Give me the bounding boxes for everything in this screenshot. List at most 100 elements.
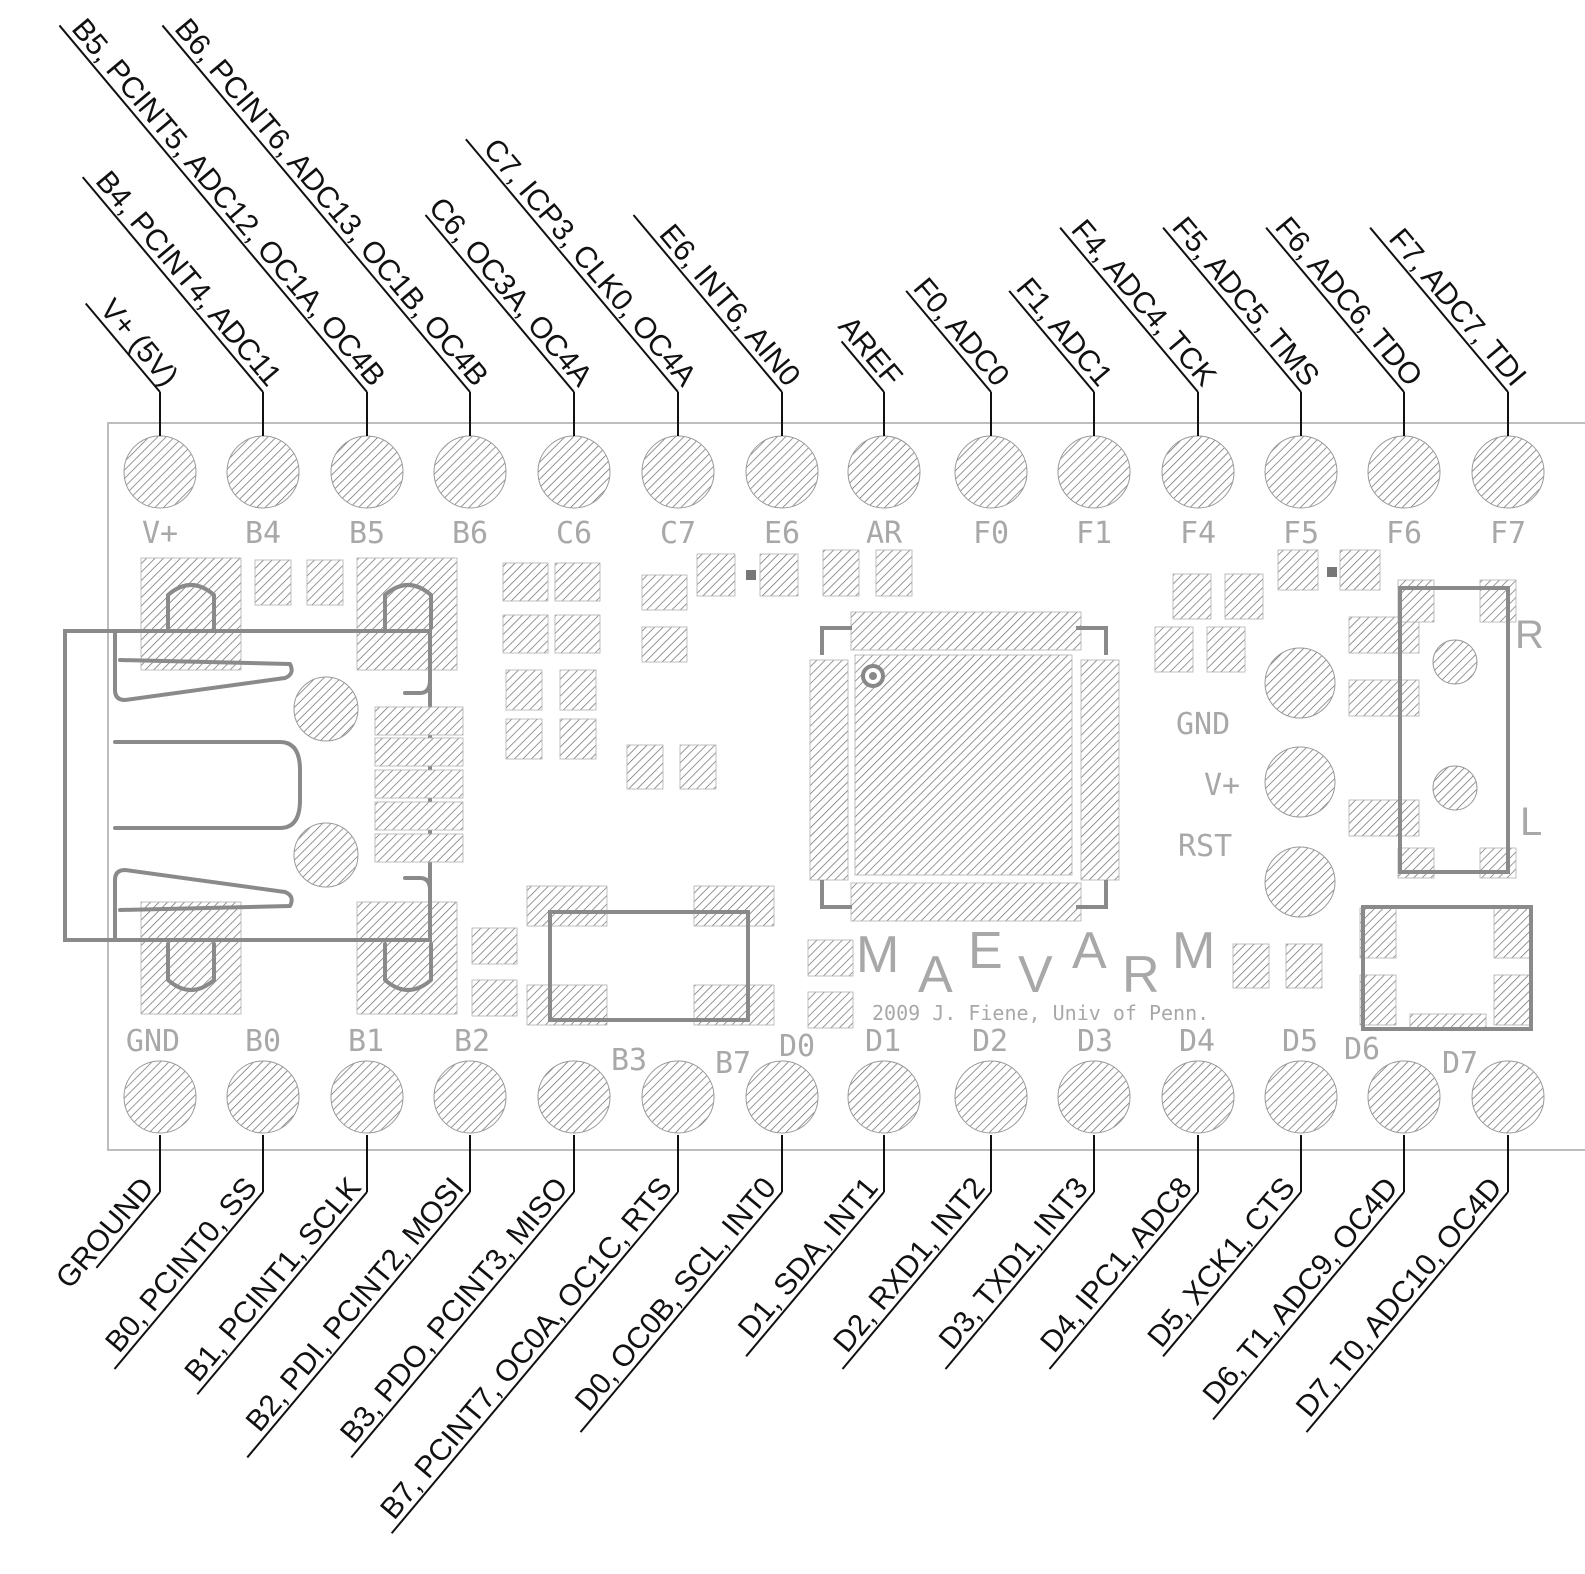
brand-letter-r: R bbox=[1122, 946, 1160, 1004]
bottom-underline-gnd bbox=[95, 1191, 161, 1269]
top-pad-b6 bbox=[433, 435, 507, 509]
bottom-silk-d4: D4 bbox=[1179, 1024, 1215, 1059]
bottom-silk-b3: B3 bbox=[611, 1043, 647, 1078]
top-silk-f6: F6 bbox=[1386, 516, 1422, 551]
top-pad-e6 bbox=[745, 435, 819, 509]
brand-letter-v: V bbox=[1018, 946, 1053, 1004]
power-reset-pads: GND V+ RST bbox=[1176, 647, 1336, 918]
top-pad-c7 bbox=[641, 435, 715, 509]
top-pin-label-f1: F1, ADC1 bbox=[1010, 272, 1119, 393]
brand-letter-a1: A bbox=[918, 946, 953, 1004]
bottom-underline-d5 bbox=[1162, 1191, 1302, 1357]
bottom-pad-d7 bbox=[1471, 1060, 1545, 1134]
top-pad-b4 bbox=[226, 435, 300, 509]
credit-text: 2009 J. Fiene, Univ of Penn. bbox=[872, 1001, 1209, 1025]
brand-letter-e: E bbox=[968, 922, 1003, 980]
usb-connector bbox=[63, 557, 458, 1015]
top-silk-f7: F7 bbox=[1490, 516, 1526, 551]
top-underline-f1 bbox=[1008, 290, 1095, 393]
top-underline-b5 bbox=[58, 24, 368, 393]
passive-components bbox=[254, 549, 1420, 1029]
top-underline-b4 bbox=[81, 176, 264, 393]
top-pad-c6 bbox=[537, 435, 611, 509]
bottom-pad-b3 bbox=[537, 1060, 611, 1134]
bottom-pin-label-b1: B1, PCINT1, SCLK bbox=[179, 1171, 368, 1388]
top-silk-f4: F4 bbox=[1180, 516, 1216, 551]
top-silk-b4: B4 bbox=[245, 516, 281, 551]
top-silk-c6: C6 bbox=[556, 516, 592, 551]
top-silk-f1: F1 bbox=[1076, 516, 1112, 551]
bottom-silk-d2: D2 bbox=[972, 1024, 1008, 1059]
bottom-pad-d0 bbox=[745, 1060, 819, 1134]
top-silk-b5: B5 bbox=[349, 516, 385, 551]
gnd-pad-label: GND bbox=[1176, 707, 1230, 742]
bottom-pad-b0 bbox=[226, 1060, 300, 1134]
top-pad-f5 bbox=[1264, 435, 1338, 509]
top-underline-e6 bbox=[632, 214, 783, 393]
top-pad-f7 bbox=[1471, 435, 1545, 509]
bottom-underline-d3 bbox=[944, 1191, 1095, 1370]
top-pad-v bbox=[123, 435, 197, 509]
brand-logo: M A E V A R M 2009 J. Fiene, Univ of Pen… bbox=[856, 922, 1215, 1025]
bottom-underline-b7 bbox=[390, 1191, 679, 1534]
top-pad-ar bbox=[847, 435, 921, 509]
top-underline-b6 bbox=[161, 24, 471, 393]
bottom-pin-label-d0: D0, OC0B, SCL, INT0 bbox=[569, 1171, 783, 1417]
bottom-pin-label-d7: D7, T0, ADC10, OC4D bbox=[1290, 1171, 1509, 1423]
bottom-underline-b2 bbox=[246, 1191, 471, 1459]
top-pin-label-b4: B4, PCINT4, ADC11 bbox=[89, 165, 288, 393]
top-pad-f1 bbox=[1057, 435, 1131, 509]
bottom-pad-b7 bbox=[641, 1060, 715, 1134]
top-underline-f5 bbox=[1162, 227, 1302, 393]
bottom-silk-d0: D0 bbox=[779, 1029, 815, 1064]
bottom-silk-d7: D7 bbox=[1442, 1046, 1478, 1081]
top-pad-f4 bbox=[1161, 435, 1235, 509]
led-r-label: R bbox=[1515, 613, 1544, 657]
top-underline-f7 bbox=[1369, 227, 1509, 393]
brand-letter-m1: M bbox=[856, 926, 899, 984]
bottom-underline-b0 bbox=[113, 1191, 264, 1370]
bottom-underline-b3 bbox=[350, 1191, 575, 1459]
top-silk-f5: F5 bbox=[1283, 516, 1319, 551]
top-pin-label-c7: C7, ICP3, CLK0, OC4A bbox=[477, 133, 703, 393]
bottom-underline-d0 bbox=[579, 1191, 783, 1433]
bottom-pin-label-gnd: GROUND bbox=[50, 1171, 161, 1294]
top-silk-ar: AR bbox=[866, 516, 903, 551]
bottom-silk-d5: D5 bbox=[1282, 1024, 1318, 1059]
bottom-underline-d4 bbox=[1048, 1191, 1199, 1370]
top-underline-c6 bbox=[424, 214, 575, 393]
bottom-pad-d1 bbox=[847, 1060, 921, 1134]
reset-button bbox=[1359, 905, 1533, 1031]
bottom-underline-b1 bbox=[196, 1191, 368, 1395]
brand-letter-m2: M bbox=[1172, 922, 1215, 980]
top-silk-v: V+ bbox=[142, 516, 178, 551]
bottom-silk-b7: B7 bbox=[715, 1046, 751, 1081]
microcontroller-chip bbox=[809, 611, 1120, 922]
bottom-pad-d2 bbox=[954, 1060, 1028, 1134]
top-pad-b5 bbox=[330, 435, 404, 509]
top-silk-f0: F0 bbox=[973, 516, 1009, 551]
brand-letter-a2: A bbox=[1072, 922, 1107, 980]
bottom-silk-b1: B1 bbox=[348, 1024, 384, 1059]
top-silk-b6: B6 bbox=[452, 516, 488, 551]
bottom-underline-d6 bbox=[1212, 1191, 1405, 1421]
top-pin-label-f0: F0, ADC0 bbox=[907, 272, 1016, 393]
top-pad-f0 bbox=[954, 435, 1028, 509]
board-outline bbox=[107, 422, 1585, 1151]
bottom-pad-gnd bbox=[123, 1060, 197, 1134]
top-silk-e6: E6 bbox=[764, 516, 800, 551]
top-underline-ar bbox=[840, 340, 885, 393]
top-pin-label-v: V+ (5V) bbox=[93, 293, 184, 393]
bottom-pad-d5 bbox=[1264, 1060, 1338, 1134]
vplus-pad-label: V+ bbox=[1204, 768, 1240, 803]
top-pin-label-ar: AREF bbox=[832, 310, 909, 393]
top-underline-f4 bbox=[1059, 227, 1199, 393]
bottom-silk-d1: D1 bbox=[865, 1024, 901, 1059]
bottom-silk-b0: B0 bbox=[245, 1024, 281, 1059]
top-underline-v bbox=[84, 302, 161, 393]
bottom-pad-d4 bbox=[1161, 1060, 1235, 1134]
led-block: R L bbox=[1397, 579, 1544, 879]
bottom-pad-b1 bbox=[330, 1060, 404, 1134]
